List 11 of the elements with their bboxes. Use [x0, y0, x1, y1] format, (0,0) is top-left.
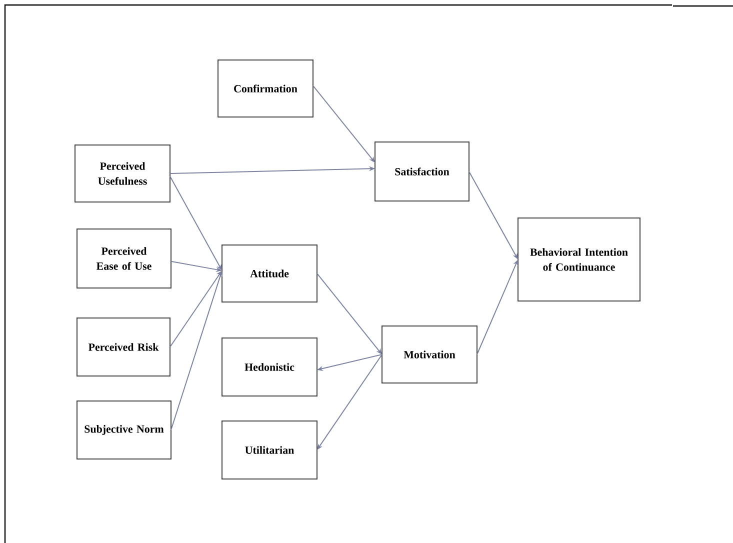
concept-box: Perceived Usefulness [74, 144, 170, 202]
concept-box: Hedonistic [222, 338, 318, 396]
concept-box: Perceived Risk [76, 318, 170, 376]
concept-box: Perceived Ease of Use [76, 228, 172, 288]
concept-box: Satisfaction [374, 142, 470, 202]
concept-box: Attitude [222, 244, 318, 302]
concept-box: Utilitarian [222, 420, 318, 480]
concept-box: Subjective Norm [76, 400, 172, 460]
concept-box: Motivation [382, 326, 478, 384]
concept-box: Confirmation [218, 60, 314, 118]
concept-box: Behavioral Intention of Continuance [518, 218, 640, 302]
